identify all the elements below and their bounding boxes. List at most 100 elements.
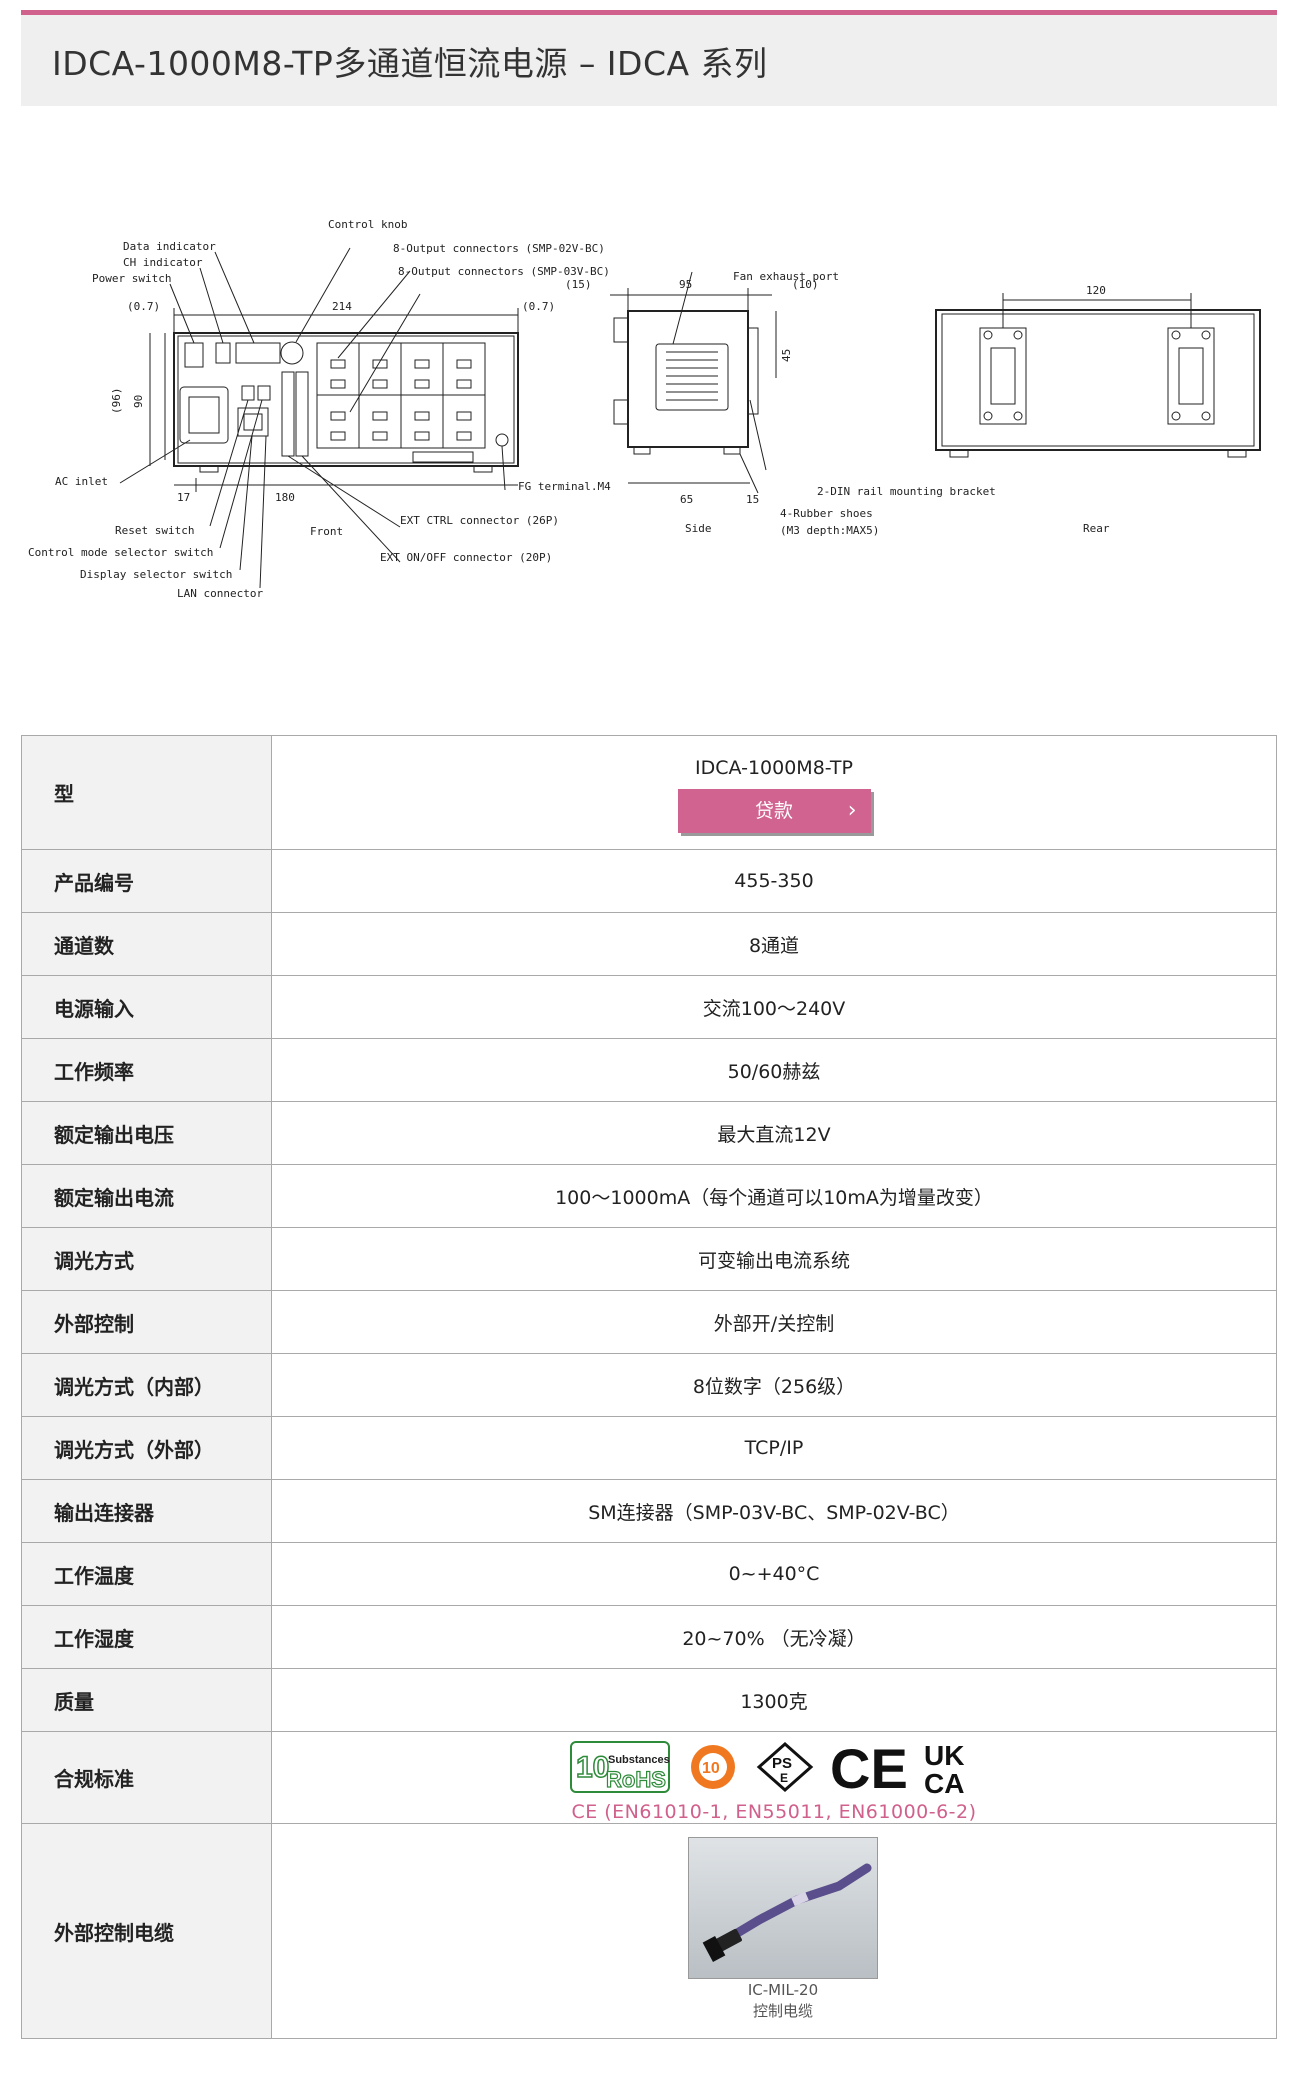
label-data-indicator: Data indicator (123, 240, 216, 253)
chevron-right-icon: › (847, 797, 857, 823)
spec-value: 0~+40°C (271, 1542, 1277, 1606)
cable-description: 控制电缆 (752, 2002, 813, 2020)
label-control-mode: Control mode selector switch (28, 546, 213, 559)
ext-ctrl-shape (281, 371, 295, 457)
control-knob-shape (280, 341, 304, 365)
ce-mark-text: CE (830, 1740, 906, 1794)
rear-panel (935, 309, 1261, 451)
cert-logos: 10 Substances RoHS 10 PS E (272, 1739, 1276, 1795)
ukca-icon: UK CA (924, 1740, 964, 1795)
side-panel (627, 310, 749, 448)
rohs-word: RoHS (606, 1767, 666, 1792)
dim-96: (96) (110, 388, 123, 415)
spec-label: 工作温度 (21, 1542, 272, 1606)
label-front: Front (310, 525, 343, 538)
spec-row-compliance: 合规标准 10 Substances RoHS 10 (21, 1731, 1277, 1824)
cable-card[interactable]: IC-MIL-20 控制电缆 (688, 1837, 878, 2021)
dim-180: 180 (275, 491, 295, 504)
label-fg-terminal: FG terminal.M4 (518, 480, 611, 493)
spec-row: 调光方式可变输出电流系统 (21, 1227, 1277, 1291)
spec-value: 8位数字（256级） (271, 1353, 1277, 1417)
label-lan-connector: LAN connector (177, 587, 263, 600)
power-switch-shape (184, 342, 204, 368)
ac-inlet-shape (179, 386, 229, 444)
cable-image (688, 1837, 878, 1979)
spec-label: 工作湿度 (21, 1605, 272, 1669)
spec-label: 额定输出电压 (21, 1101, 272, 1165)
fg-terminal-shape (495, 433, 509, 447)
spec-row: 电源输入交流100～240V (21, 975, 1277, 1039)
spec-value: 最大直流12V (271, 1101, 1277, 1165)
spec-value: 交流100～240V (271, 975, 1277, 1039)
page-header: IDCA-1000M8-TP多通道恒流电源 – IDCA 系列 (21, 10, 1277, 106)
label-ch-indicator: CH indicator (123, 256, 203, 269)
loan-button[interactable]: 贷款 › (677, 788, 871, 833)
spec-value: SM连接器（SMP-03V-BC、SMP-02V-BC） (271, 1479, 1277, 1543)
spec-row: 额定输出电压最大直流12V (21, 1101, 1277, 1165)
label-ext-onoff: EXT ON/OFF connector (20P) (380, 551, 552, 564)
dim-214: 214 (332, 300, 352, 313)
dim-10: (10) (792, 278, 819, 291)
label-rear: Rear (1083, 522, 1110, 535)
spec-row: 调光方式（外部）TCP/IP (21, 1416, 1277, 1480)
label-out-conn-03: 8-Output connectors (SMP-03V-BC) (398, 265, 610, 278)
label-reset-switch: Reset switch (115, 524, 194, 537)
label-out-conn-02: 8-Output connectors (SMP-02V-BC) (393, 242, 605, 255)
cable-illustration (702, 1863, 872, 1962)
dim-95: 95 (679, 278, 692, 291)
cable-name: IC-MIL-20 (747, 1981, 819, 1999)
label-display-selector: Display selector switch (80, 568, 232, 581)
rohs-substances: Substances (608, 1754, 670, 1766)
outline-drawing-svg: Data indicator CH indicator Power switch… (28, 218, 1261, 600)
dim-45: 45 (780, 349, 793, 362)
china-rohs-number: 10 (702, 1760, 720, 1777)
pse-icon: PS E (756, 1741, 814, 1792)
label-rubber-shoes: 4-Rubber shoes (780, 507, 873, 520)
spec-label: 合规标准 (21, 1731, 272, 1824)
front-panel (173, 332, 519, 467)
label-ext-ctrl: EXT CTRL connector (26P) (400, 514, 559, 527)
spec-value: 50/60赫兹 (271, 1038, 1277, 1102)
rohs-number: 10 (576, 1751, 609, 1784)
spec-label: 工作频率 (21, 1038, 272, 1102)
spec-label: 调光方式 (21, 1227, 272, 1291)
dim-07-right: (0.7) (522, 300, 555, 313)
label-ac-inlet: AC inlet (55, 475, 108, 488)
dimension-drawing: Data indicator CH indicator Power switch… (20, 200, 1280, 620)
spec-label: 型 (21, 735, 272, 850)
spec-label: 质量 (21, 1668, 272, 1732)
spec-row: 外部控制外部开/关控制 (21, 1290, 1277, 1354)
ce-mark-icon: CE (830, 1740, 906, 1794)
compliance-note: CE (EN61010-1, EN55011, EN61000-6-2) (571, 1800, 977, 1823)
label-rubber-note: (M3 depth:MAX5) (780, 524, 879, 537)
china-rohs-icon: 10 (691, 1744, 735, 1789)
spec-row-cable: 外部控制电缆 IC-MIL-20 控制电缆 (21, 1823, 1277, 2039)
label-fan-exhaust: Fan exhaust port (733, 270, 839, 283)
spec-label: 电源输入 (21, 975, 272, 1039)
ukca-top: UK (924, 1740, 964, 1771)
dim-90: 90 (132, 395, 145, 408)
spec-label: 产品编号 (21, 849, 272, 913)
spec-row: 调光方式（内部）8位数字（256级） (21, 1353, 1277, 1417)
spec-value: 100～1000mA（每个通道可以10mA为增量改变） (271, 1164, 1277, 1228)
dim-65: 65 (680, 493, 693, 506)
spec-value: 1300克 (271, 1668, 1277, 1732)
spec-label: 输出连接器 (21, 1479, 272, 1543)
dim-15: 15 (746, 493, 759, 506)
ext-onoff-shape (295, 371, 309, 457)
spec-value: 8通道 (271, 912, 1277, 976)
model-value: IDCA-1000M8-TP (695, 756, 853, 779)
spec-row-model: 型 IDCA-1000M8-TP 贷款 › (21, 735, 1277, 850)
label-side: Side (685, 522, 712, 535)
spec-label: 额定输出电流 (21, 1164, 272, 1228)
spec-value: 可变输出电流系统 (271, 1227, 1277, 1291)
pse-bottom: E (780, 1771, 788, 1785)
spec-label: 外部控制电缆 (21, 1823, 272, 2039)
